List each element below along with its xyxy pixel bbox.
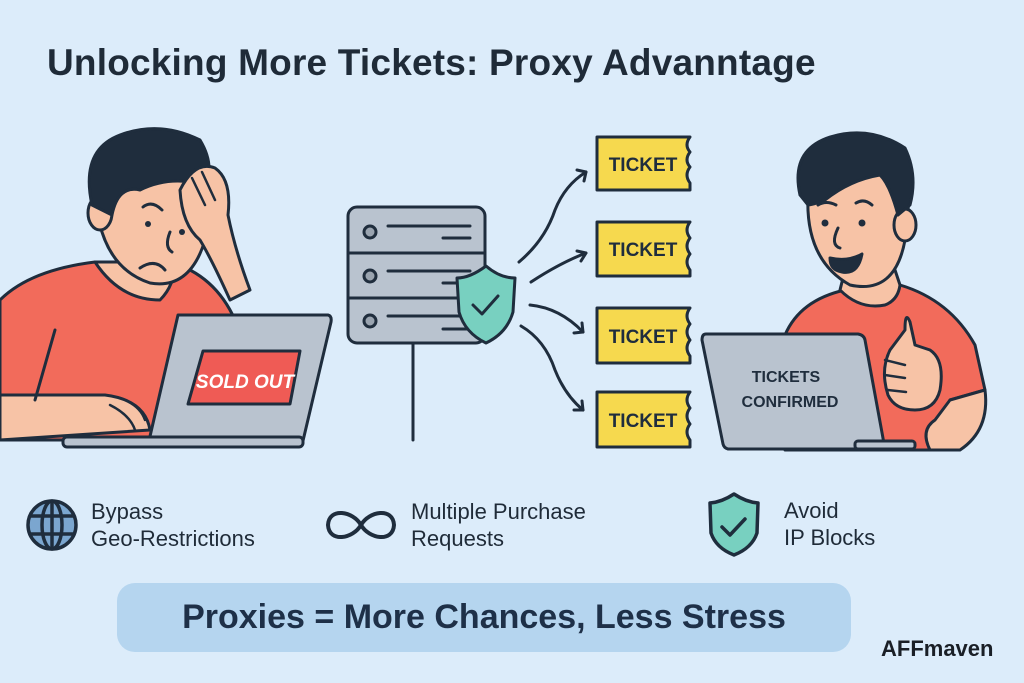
proxy-shield-icon bbox=[455, 264, 517, 345]
infinity-icon bbox=[325, 511, 397, 539]
feature-line1: Bypass bbox=[91, 499, 164, 524]
ticket-arrows bbox=[517, 168, 588, 412]
right-laptop: TICKETS CONFIRMED bbox=[700, 332, 917, 451]
shield-check-icon bbox=[708, 492, 760, 557]
svg-text:TICKETS: TICKETS bbox=[752, 369, 821, 386]
ticket-3: TICKET bbox=[595, 306, 692, 365]
left-laptop: SOLD OUT bbox=[61, 313, 333, 449]
ticket-4: TICKET bbox=[595, 390, 692, 449]
tagline-text: Proxies = More Chances, Less Stress bbox=[182, 598, 786, 636]
page-title: Unlocking More Tickets: Proxy Advanntage bbox=[47, 42, 816, 83]
tagline-banner: Proxies = More Chances, Less Stress bbox=[117, 583, 851, 652]
ticket-1: TICKET bbox=[595, 135, 692, 192]
brand-logo-text: AFFmaven bbox=[881, 636, 994, 661]
feature-line2: IP Blocks bbox=[784, 525, 876, 550]
svg-text:TICKET: TICKET bbox=[609, 240, 678, 261]
svg-text:TICKET: TICKET bbox=[609, 155, 678, 176]
feature-line2: Geo-Restrictions bbox=[91, 526, 255, 551]
feature-line2: Requests bbox=[411, 526, 504, 551]
feature-avoid-ip-blocks: Avoid IP Blocks bbox=[706, 491, 875, 557]
ticket-list: TICKET TICKET TICKET TICKET bbox=[595, 135, 692, 449]
proxy-server bbox=[346, 205, 487, 442]
feature-multiple-requests: Multiple Purchase Requests bbox=[323, 498, 586, 552]
svg-text:TICKET: TICKET bbox=[609, 411, 678, 432]
feature-line1: Avoid bbox=[784, 498, 839, 523]
sold-out-label: SOLD OUT bbox=[196, 372, 296, 393]
svg-text:CONFIRMED: CONFIRMED bbox=[742, 394, 839, 411]
happy-person bbox=[783, 131, 988, 452]
feature-line1: Multiple Purchase bbox=[411, 499, 586, 524]
svg-text:TICKET: TICKET bbox=[609, 327, 678, 348]
feature-bypass-geo: Bypass Geo-Restrictions bbox=[25, 498, 255, 552]
globe-icon bbox=[26, 499, 78, 551]
ticket-2: TICKET bbox=[595, 220, 692, 278]
